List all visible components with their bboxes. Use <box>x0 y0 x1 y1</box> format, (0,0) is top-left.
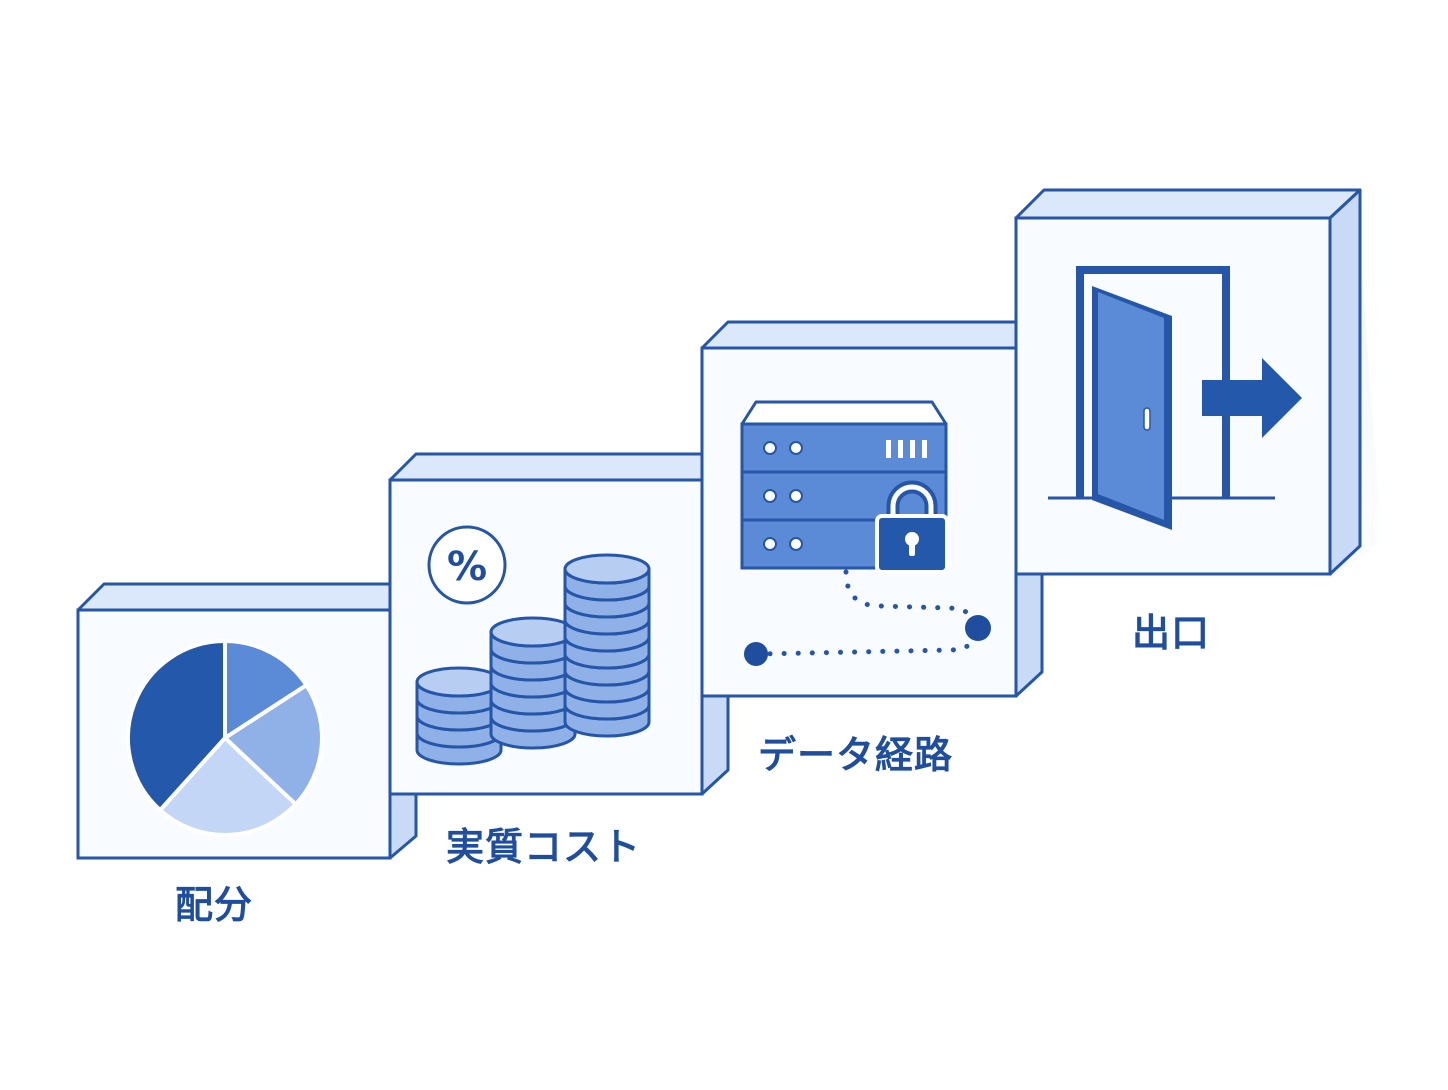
step4-top <box>1014 188 1362 220</box>
step-effective-cost: % <box>388 452 730 796</box>
exit-door-icon <box>1048 266 1275 530</box>
step1-top <box>76 582 418 612</box>
step2-top <box>388 452 730 482</box>
coin-stacks-icon <box>415 553 651 766</box>
step4-side <box>1328 188 1362 576</box>
padlock-icon <box>875 480 949 574</box>
data-route-path <box>744 569 991 666</box>
route-end-node <box>965 615 991 641</box>
step3-label: データ経路 <box>758 733 954 777</box>
step1-label: 配分 <box>175 883 254 927</box>
step2-label: 実質コスト <box>446 825 642 869</box>
coin-stack <box>415 666 503 766</box>
step-data-route <box>700 320 1044 698</box>
coin-stack <box>563 553 651 738</box>
step4-label: 出口 <box>1132 611 1211 655</box>
percent-symbol: % <box>447 544 487 590</box>
step-exit <box>1014 188 1382 578</box>
step-allocation <box>76 582 418 860</box>
step3-top <box>700 320 1044 350</box>
route-start-node <box>744 642 768 666</box>
percent-badge-icon: % <box>427 525 507 605</box>
pie-chart-icon <box>125 639 324 837</box>
arrow-right-icon <box>1202 358 1302 438</box>
coin-stack <box>489 616 577 750</box>
